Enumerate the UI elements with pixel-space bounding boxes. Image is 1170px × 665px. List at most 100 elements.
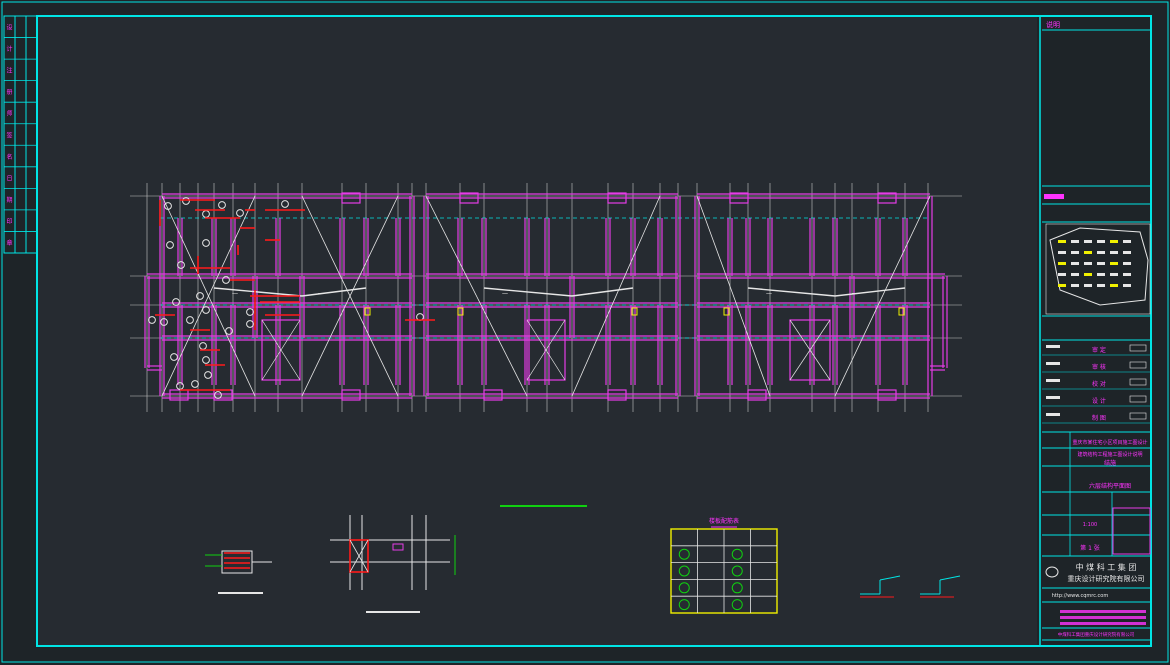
column-box (169, 389, 189, 401)
rebar-table-circle (731, 582, 743, 594)
site-plan-building (1123, 262, 1131, 265)
tb-row-label: 校 对 (1092, 380, 1106, 388)
tb-row-sign (1129, 378, 1147, 386)
strip-label: 日 (6, 175, 12, 182)
tb-row-sign (1129, 412, 1147, 420)
strip-label: 计 (6, 45, 12, 53)
stair-diagonal (789, 319, 831, 381)
tb-row-name (1046, 396, 1060, 399)
rebar-table-circle (678, 548, 690, 560)
site-plan-building (1110, 273, 1118, 276)
anchor-circle (246, 308, 254, 316)
anchor-circle (225, 327, 233, 335)
profile-line (879, 575, 901, 581)
tb-project-1: 重庆市某住宅小区项目施工图设计 (1072, 439, 1147, 446)
tb-drawing-no: 结施 (1104, 459, 1116, 467)
site-plan-building (1071, 240, 1079, 243)
tb-note-line (1060, 622, 1146, 625)
anchor-circle (202, 239, 210, 247)
site-plan-building (1123, 273, 1131, 276)
stair-diagonal (261, 319, 301, 381)
strip-label: 印 (6, 218, 12, 225)
strip-label: 期 (6, 196, 12, 204)
anchor-circle (204, 371, 212, 379)
detail-drawings: 楼板配筋表 (205, 515, 961, 614)
site-plan-building (1097, 240, 1105, 243)
yellow-marker (898, 307, 905, 316)
tb-row-sign (1129, 361, 1147, 369)
anchor-circle (222, 276, 230, 284)
anchor-circle (202, 356, 210, 364)
site-plan-building (1058, 262, 1066, 265)
rebar-table-circle (731, 599, 743, 611)
tb-footer: 中煤科工集团重庆设计研究院有限公司 (1058, 631, 1135, 638)
anchor-circle (148, 316, 156, 324)
plan-label: 一 (502, 291, 508, 298)
tb-row-name (1046, 413, 1060, 416)
yellow-marker (723, 307, 730, 316)
anchor-circle (182, 197, 190, 205)
column-box (729, 192, 749, 204)
rebar-table-circle (731, 565, 743, 577)
strip-label: 签 (6, 131, 12, 139)
company-logo-icon (1045, 566, 1059, 578)
slope-line (834, 287, 906, 297)
column-box (607, 192, 627, 204)
tb-row-label: 审 定 (1092, 346, 1106, 354)
detail2-diagonal (349, 539, 369, 573)
strip-label: 设 (6, 24, 12, 32)
site-plan-building (1110, 240, 1118, 243)
strip-label: 名 (6, 153, 12, 161)
column-box (877, 389, 897, 401)
yellow-marker (364, 307, 371, 316)
tb-row-name (1046, 362, 1060, 365)
profile-line (939, 575, 961, 581)
anchor-circle (186, 316, 194, 324)
tb-note-line (1060, 610, 1146, 613)
plan-label: 一 (588, 291, 594, 298)
tb-row-label: 制 图 (1092, 414, 1106, 422)
site-plan-building (1071, 262, 1079, 265)
slope-line (571, 287, 634, 297)
site-plan-building (1084, 273, 1092, 276)
plan-label: 一 (852, 291, 858, 298)
slope-line (213, 287, 303, 297)
opening-diagonal (425, 195, 528, 397)
anchor-circle (218, 201, 226, 209)
site-plan-building (1071, 284, 1079, 287)
site-plan-building (1097, 273, 1105, 276)
slope-line (483, 287, 573, 297)
site-plan-building (1058, 240, 1066, 243)
tb-row-sign (1129, 344, 1147, 352)
tb-row-label: 审 核 (1092, 363, 1106, 371)
site-plan-building (1084, 262, 1092, 265)
site-plan-building (1058, 284, 1066, 287)
rebar-table-circle (678, 599, 690, 611)
anchor-circle (172, 298, 180, 306)
anchor-circle (191, 380, 199, 388)
stair-box (789, 319, 831, 381)
tb-row-label: 设 计 (1092, 397, 1106, 405)
site-plan-outline (1049, 227, 1149, 306)
opening-diagonal (571, 195, 661, 397)
opening-diagonal (301, 195, 399, 397)
tb-row-name (1046, 345, 1060, 348)
site-plan-building (1084, 251, 1092, 254)
site-plan-building (1123, 251, 1131, 254)
anchor-circle (166, 241, 174, 249)
site-plan-building (1110, 284, 1118, 287)
plan-label: 一 (318, 291, 324, 298)
site-plan-building (1058, 273, 1066, 276)
strip-label: 章 (6, 239, 12, 247)
rebar-table-title: 楼板配筋表 (709, 517, 739, 525)
detail2-marker (392, 543, 404, 551)
column-box (747, 389, 767, 401)
strip-label: 师 (6, 110, 12, 118)
tb-company-sub: 重庆设计研究院有限公司 (1068, 574, 1145, 583)
tb-company-name: 中 煤 科 工 集 团 (1076, 562, 1137, 572)
site-plan-building (1097, 284, 1105, 287)
site-plan-building (1097, 251, 1105, 254)
